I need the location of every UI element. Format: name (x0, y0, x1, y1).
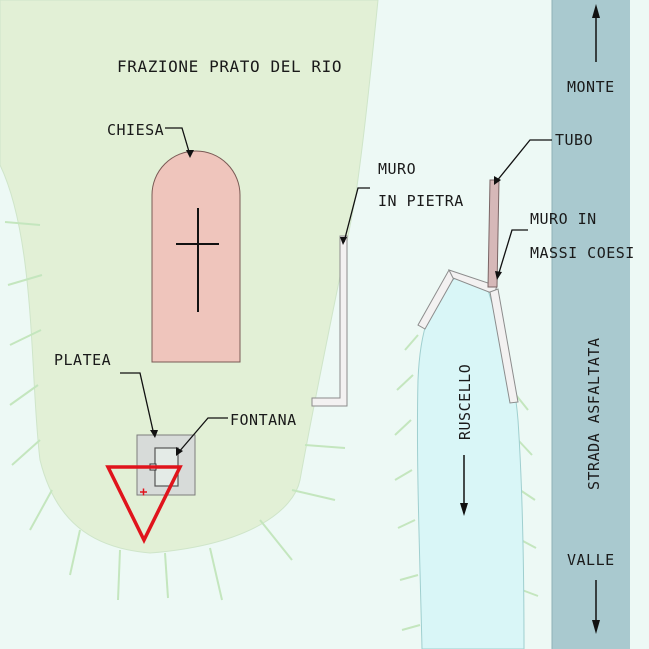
strada-label: STRADA ASFALTATA (585, 338, 603, 491)
church-building (151, 150, 241, 363)
muro-pietra-label-line2: IN PIETRA (378, 192, 464, 210)
hazard-plus-icon (140, 488, 147, 496)
hazard-triangle (105, 465, 183, 544)
stone-wall (311, 235, 348, 407)
tubo-label: TUBO (555, 131, 593, 149)
monte-label: MONTE (567, 78, 615, 96)
terrain-edge-ticks (4, 221, 346, 601)
asphalt-road (552, 0, 630, 649)
leader-arrowheads (150, 150, 502, 456)
stream-bank-ticks (394, 334, 539, 631)
fontana-label: FONTANA (230, 411, 297, 429)
leader-lines (120, 127, 552, 454)
chiesa-label: CHIESA (107, 121, 164, 139)
muro-pietra-label-line1: MURO (378, 160, 416, 178)
ruscello-label: RUSCELLO (456, 364, 474, 440)
valle-arrow (592, 580, 600, 634)
muro-massi-label-line2: MASSI COESI (530, 244, 635, 262)
cross-symbol (176, 208, 219, 312)
boulder-wall (417, 269, 519, 404)
frazione-label: FRAZIONE PRATO DEL RIO (117, 57, 342, 76)
pipe (487, 179, 500, 288)
stream-flow-arrow (460, 455, 468, 516)
muro-massi-label-line1: MURO IN (530, 210, 597, 228)
valle-label: VALLE (567, 551, 615, 569)
platea-label: PLATEA (54, 351, 111, 369)
monte-arrow (592, 4, 600, 62)
